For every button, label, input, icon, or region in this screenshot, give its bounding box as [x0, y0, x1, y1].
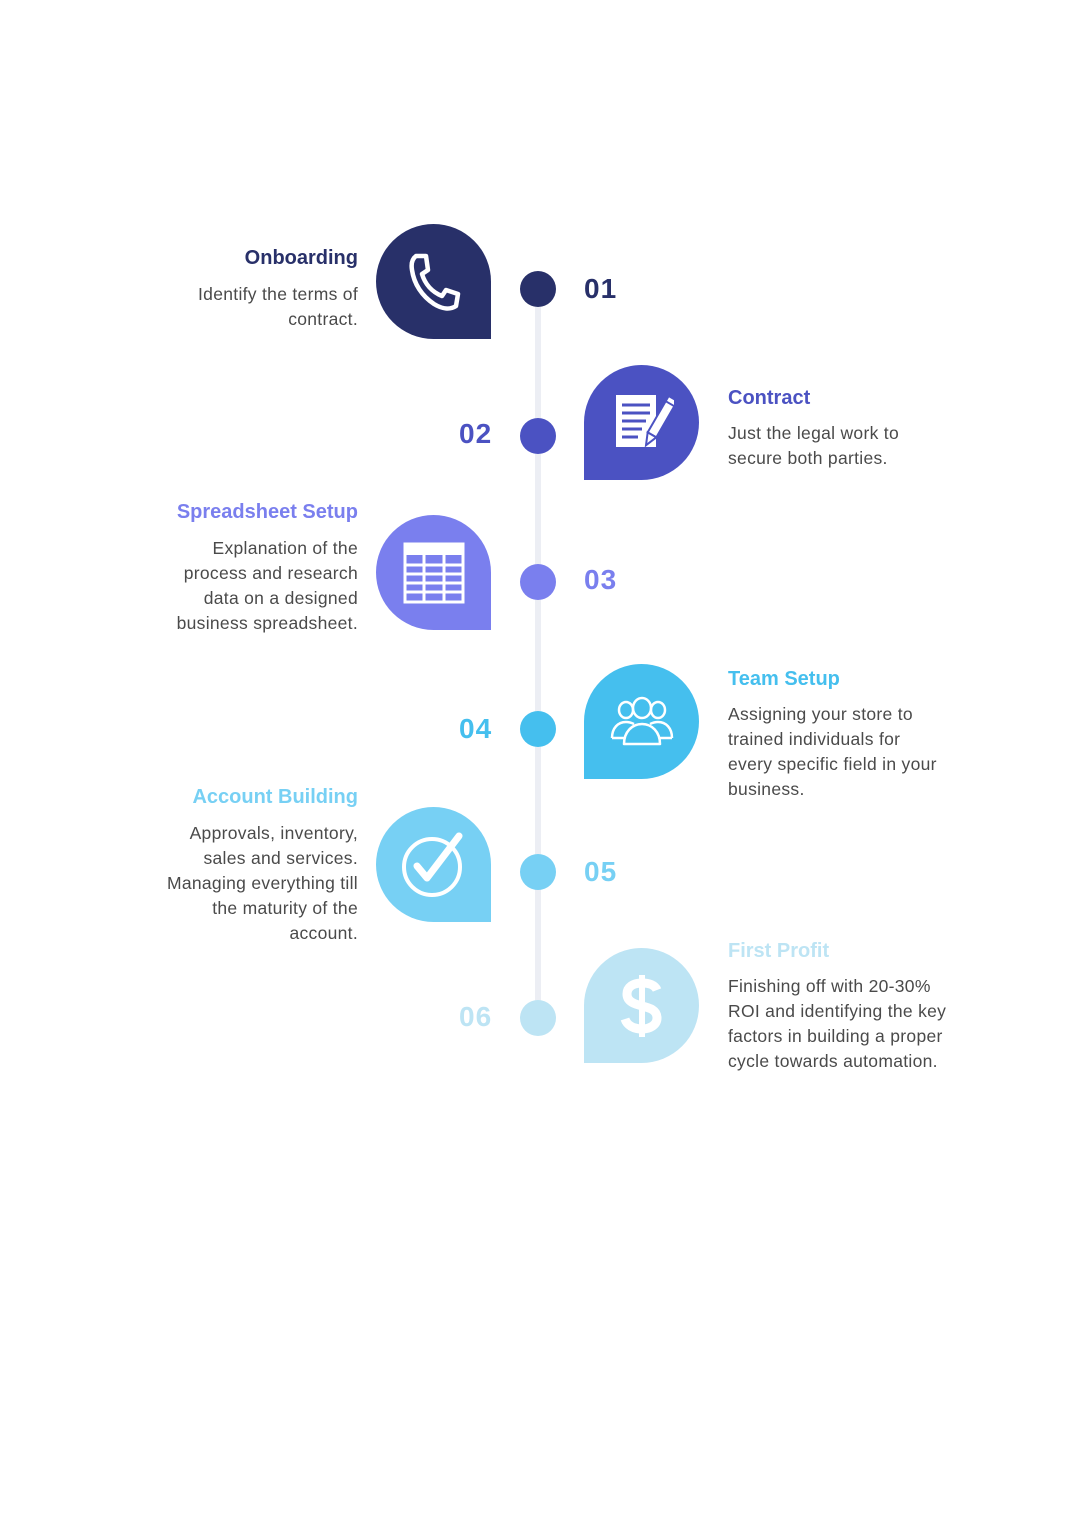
timeline-dot [520, 1000, 556, 1036]
step-title: Onboarding [244, 247, 358, 269]
step-badge [584, 664, 699, 779]
timeline-dot [520, 418, 556, 454]
step-title: Team Setup [728, 668, 840, 690]
timeline-axis-line [535, 288, 541, 1018]
checkmark-icon [401, 832, 462, 897]
step-description: Approvals, inventory, sales and services… [166, 823, 358, 943]
timeline-dot [520, 854, 556, 890]
step-number: 01 [584, 273, 618, 304]
timeline-dot [520, 564, 556, 600]
step-number: 06 [459, 1001, 493, 1032]
step-number: 04 [459, 713, 493, 744]
step-description: Just the legal work to secure both parti… [728, 423, 899, 468]
step-description: Explanation of the process and research … [176, 538, 358, 633]
document-pen-icon [615, 394, 674, 448]
step-badge [584, 365, 699, 480]
step-number: 02 [459, 418, 493, 449]
step-title: Account Building [192, 786, 358, 808]
timeline-dot [520, 711, 556, 747]
step-description: Identify the terms of contract. [198, 284, 358, 329]
phone-icon [408, 253, 460, 311]
step-badge [376, 515, 491, 630]
step-badge [376, 224, 491, 339]
step-number: 05 [584, 856, 618, 887]
step-description: Finishing off with 20-30% ROI and identi… [728, 976, 947, 1071]
step-badge [584, 948, 699, 1063]
spreadsheet-icon [403, 542, 464, 603]
step-title: Contract [728, 387, 811, 409]
step-title: Spreadsheet Setup [176, 501, 358, 523]
team-icon [610, 696, 673, 745]
step-badge [376, 807, 491, 922]
step-description: Assigning your store to trained individu… [728, 704, 937, 799]
timeline-dot [520, 271, 556, 307]
step-number: 03 [584, 564, 618, 595]
dollar-icon [620, 974, 662, 1037]
step-title: First Profit [728, 940, 830, 962]
